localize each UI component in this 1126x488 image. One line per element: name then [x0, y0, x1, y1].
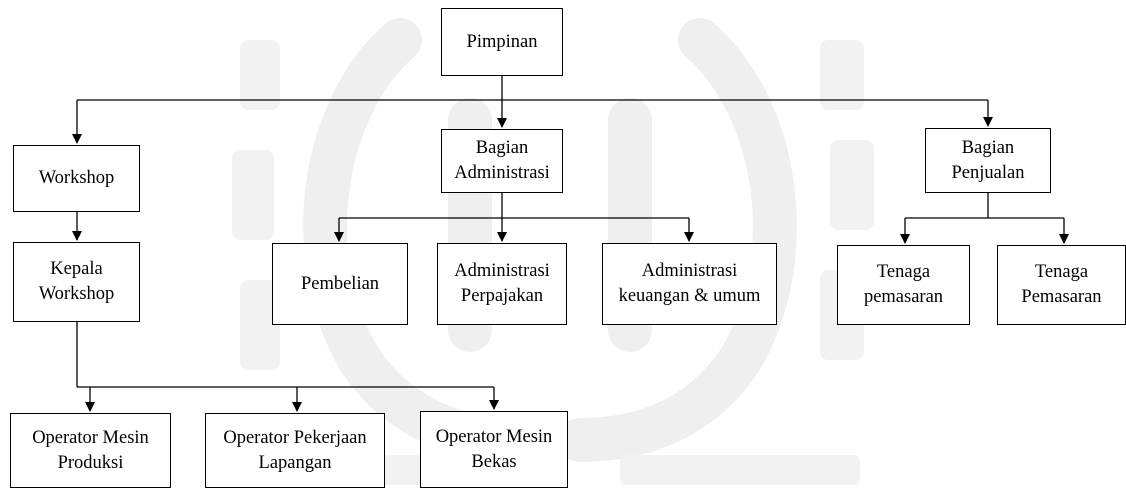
node-operator-mesin-produksi: Operator Mesin Produksi	[10, 413, 171, 488]
node-bagian-penjualan: Bagian Penjualan	[925, 128, 1051, 193]
node-operator-pekerjaan-lapangan: Operator Pekerjaan Lapangan	[205, 413, 385, 488]
node-bagian-administrasi: Bagian Administrasi	[441, 129, 563, 193]
node-tenaga-pemasaran-1: Tenaga pemasaran	[837, 245, 970, 325]
node-workshop: Workshop	[13, 145, 140, 212]
node-operator-mesin-bekas: Operator Mesin Bekas	[420, 411, 568, 488]
node-administrasi-perpajakan: Administrasi Perpajakan	[437, 243, 567, 325]
node-kepala-workshop: Kepala Workshop	[13, 242, 140, 322]
node-pembelian: Pembelian	[272, 243, 408, 325]
node-pimpinan: Pimpinan	[441, 8, 563, 76]
node-tenaga-pemasaran-2: Tenaga Pemasaran	[997, 245, 1126, 325]
node-administrasi-keuangan: Administrasi keuangan & umum	[602, 243, 777, 325]
